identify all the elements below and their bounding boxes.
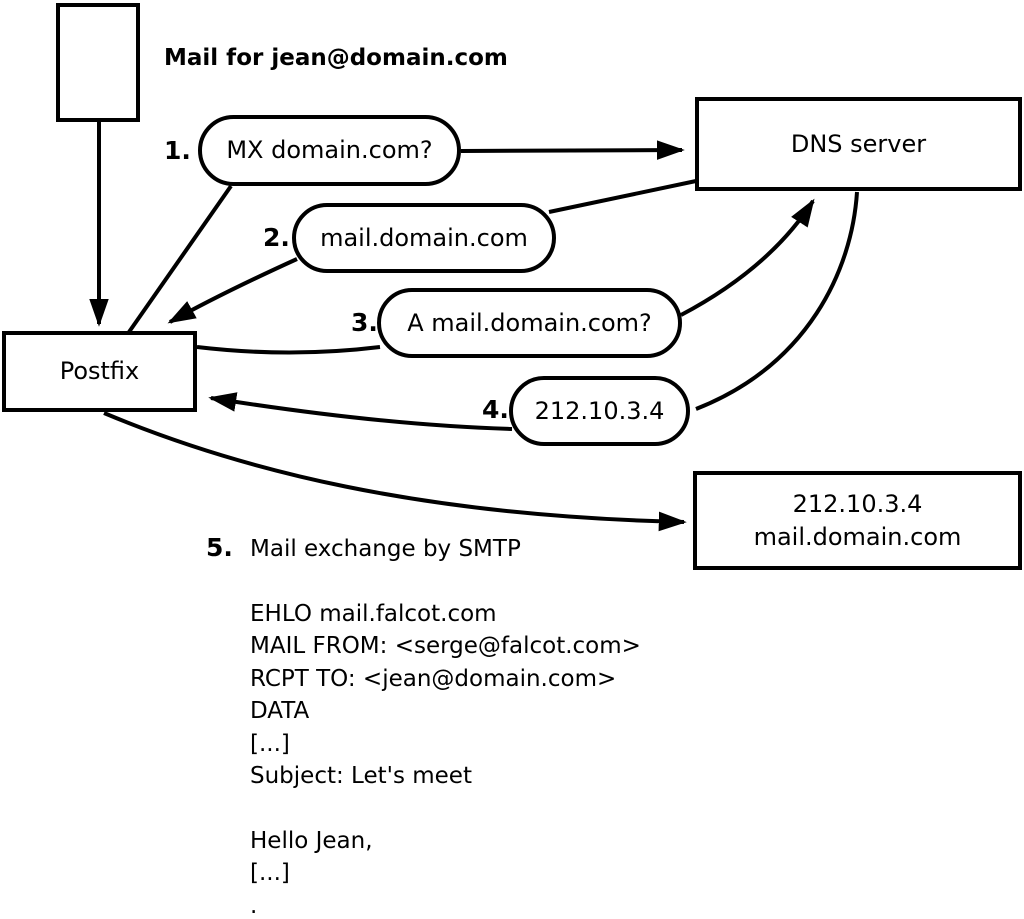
pill-a-query: A mail.domain.com? — [377, 288, 682, 358]
smtp-line-subject: Subject: Let's meet — [250, 762, 472, 789]
pill-mx-query-label: MX domain.com? — [226, 136, 433, 165]
pill-mx-answer: mail.domain.com — [292, 203, 556, 273]
postfix-label: Postfix — [59, 357, 140, 386]
line-postfix-to-a-query — [196, 345, 381, 355]
arrow-mx-answer-to-postfix — [167, 257, 298, 324]
mail-server-ip: 212.10.3.4 — [792, 489, 923, 518]
postfix-box: Postfix — [2, 331, 197, 412]
smtp-line-data: DATA — [250, 698, 310, 725]
pill-mx-answer-label: mail.domain.com — [320, 223, 528, 252]
arrow-a-answer-to-postfix — [208, 392, 513, 431]
smtp-line-hello: Hello Jean, — [250, 827, 373, 854]
smtp-line-mail-from: MAIL FROM: <serge@falcot.com> — [250, 633, 641, 660]
step-number-5: 5. — [206, 533, 233, 562]
step-number-3: 3. — [351, 308, 378, 337]
pill-a-answer-label: 212.10.3.4 — [534, 396, 665, 425]
step5-label: Mail exchange by SMTP — [250, 536, 521, 562]
mail-server-hostname: mail.domain.com — [753, 522, 962, 551]
arrow-a-query-to-dns — [680, 198, 815, 317]
line-dns-to-a-answer — [695, 191, 859, 411]
step-number-4: 4. — [482, 395, 509, 424]
smtp-session-transcript: EHLO mail.falcot.com MAIL FROM: <serge@f… — [250, 598, 641, 919]
step-number-1: 1. — [164, 136, 191, 165]
smtp-line-ehlo: EHLO mail.falcot.com — [250, 601, 497, 627]
pill-a-query-label: A mail.domain.com? — [407, 308, 652, 337]
smtp-line-end-dot: . — [250, 892, 258, 919]
line-postfix-to-mx-query — [127, 184, 233, 334]
line-dns-to-mx-answer — [548, 179, 697, 214]
smtp-line-ellipsis-1: [...] — [250, 730, 290, 757]
pill-a-answer: 212.10.3.4 — [509, 376, 690, 446]
smtp-line-ellipsis-2: [...] — [250, 860, 290, 887]
dns-server-label: DNS server — [790, 129, 927, 158]
smtp-line-rcpt-to: RCPT TO: <jean@domain.com> — [250, 665, 617, 692]
step-number-2: 2. — [263, 223, 290, 252]
mail-server-box: 212.10.3.4 mail.domain.com — [693, 471, 1022, 570]
smtp-line-blank — [250, 792, 641, 824]
pill-mx-query: MX domain.com? — [198, 115, 461, 186]
header-note: Mail for jean@domain.com — [164, 45, 508, 71]
mail-message-box — [56, 3, 140, 122]
dns-server-box: DNS server — [695, 97, 1022, 191]
arrow-mx-query-to-dns — [460, 140, 685, 160]
